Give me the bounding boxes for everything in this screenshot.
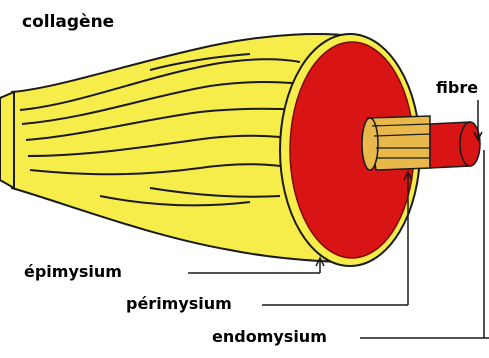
label-perimysium: périmysium	[126, 296, 232, 312]
fascicle	[362, 116, 430, 170]
diagram-title: collagène	[22, 14, 114, 31]
label-epimysium: épimysium	[24, 264, 122, 280]
tendon	[0, 92, 14, 188]
label-endomysium: endomysium	[212, 329, 327, 345]
muscle-fibre	[430, 122, 480, 168]
label-fibre: fibre	[436, 80, 478, 96]
